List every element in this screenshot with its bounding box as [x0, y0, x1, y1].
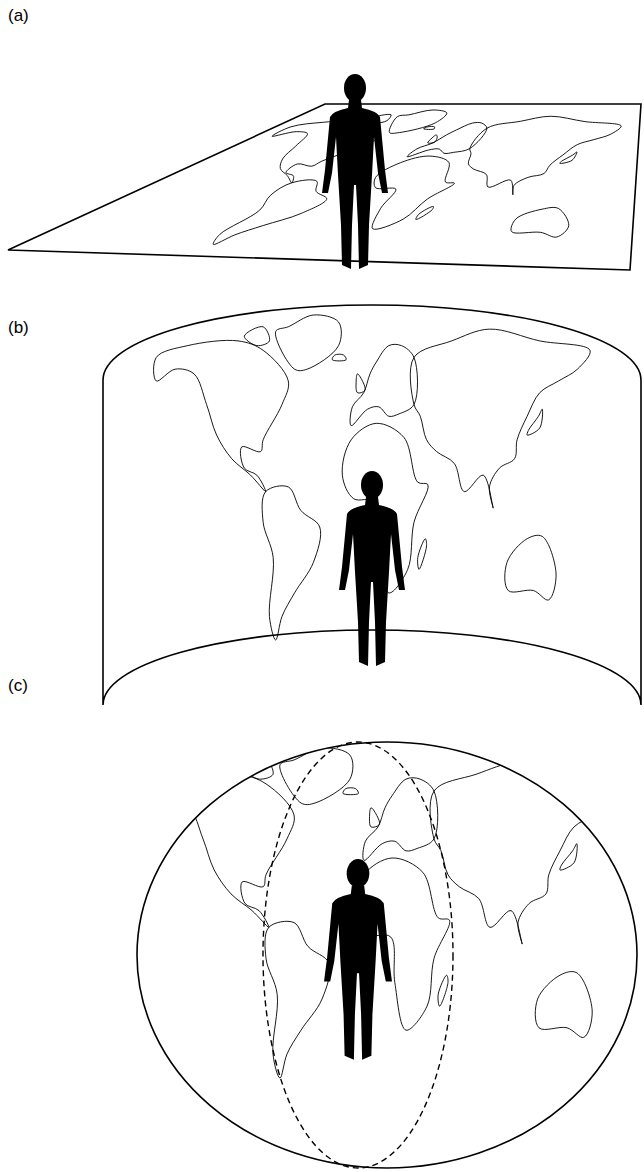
coastline: [418, 539, 427, 570]
coastline: [343, 788, 359, 795]
coastline: [144, 774, 294, 928]
coastline: [350, 344, 417, 425]
panel-label: (c): [8, 676, 28, 696]
coastline: [363, 778, 438, 861]
coastline: [245, 760, 273, 779]
sphere: [137, 742, 637, 1168]
coastline: [356, 374, 365, 393]
coastline: [468, 116, 621, 195]
person-silhouette: [322, 74, 388, 269]
panel-label: (b): [8, 318, 29, 338]
coastline: [438, 975, 448, 1006]
coastline: [213, 180, 327, 245]
panel-label: (a): [8, 6, 29, 26]
coastline: [154, 340, 289, 491]
coastline: [416, 206, 434, 219]
coastline: [244, 327, 269, 346]
coastline: [535, 972, 592, 1038]
dashed-meridian: [263, 742, 453, 1168]
coastline: [280, 748, 353, 805]
coastline: [369, 808, 379, 828]
coastline: [430, 762, 630, 944]
cylinder: [103, 305, 641, 705]
coastline: [275, 315, 341, 371]
coastline: [262, 486, 321, 640]
coastline: [428, 135, 438, 143]
coastline: [332, 354, 346, 361]
coastline: [511, 207, 569, 237]
person-silhouette: [324, 859, 392, 1060]
person-silhouette: [339, 471, 405, 666]
map-outline: [213, 110, 621, 245]
coastline: [505, 535, 556, 600]
coastline: [560, 844, 577, 870]
map-outline: [144, 748, 630, 1078]
coastline: [424, 126, 435, 129]
coastline: [560, 152, 577, 163]
coastline: [389, 110, 447, 133]
coastline: [410, 329, 590, 508]
coastline: [527, 409, 543, 435]
